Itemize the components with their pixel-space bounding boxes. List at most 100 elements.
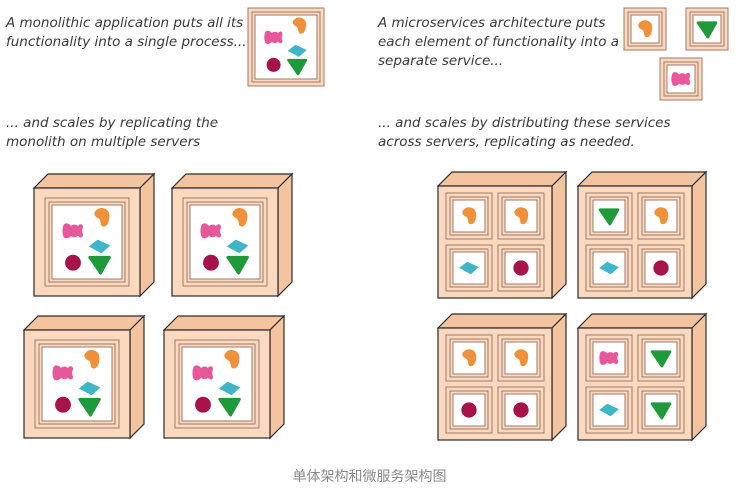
- teal-diamond-icon: [226, 239, 249, 254]
- server-side-face: [551, 312, 567, 442]
- server-top-face: [436, 171, 568, 187]
- server-side-face: [551, 170, 567, 300]
- microservice-process: [659, 57, 703, 101]
- crimson-circle-icon: [55, 396, 71, 413]
- crimson-circle-icon: [653, 260, 669, 276]
- teal-diamond-icon: [78, 381, 101, 396]
- pink-bone-icon: [200, 223, 221, 239]
- microservice-process: [637, 386, 685, 434]
- caption-line: A microservices architecture puts: [378, 15, 606, 31]
- monolith-server: [170, 172, 294, 298]
- pink-bone-icon: [671, 72, 691, 86]
- microservice-process: [623, 7, 667, 51]
- pink-bone-icon: [52, 365, 73, 381]
- monolith-server: [22, 314, 146, 440]
- server-top-face: [436, 313, 568, 329]
- green-triangle-icon: [88, 255, 111, 275]
- microservice-process: [497, 244, 545, 292]
- crimson-circle-icon: [203, 254, 219, 271]
- caption-line: monolith on multiple servers: [6, 134, 201, 150]
- orange-blob-icon: [94, 208, 110, 227]
- teal-diamond-icon: [218, 381, 241, 396]
- microservice-process: [445, 192, 493, 240]
- pink-bone-icon: [192, 365, 213, 381]
- orange-blob-icon: [654, 207, 669, 225]
- crimson-circle-icon: [195, 396, 211, 413]
- caption-line: each element of functionality into a: [378, 34, 620, 50]
- microservice-process: [637, 334, 685, 382]
- server-side-face: [277, 172, 293, 298]
- microservice-process: [585, 244, 633, 292]
- monolith-server: [162, 314, 286, 440]
- green-triangle-icon: [287, 58, 308, 76]
- caption-monolith-intro: A monolithic application puts all its fu…: [6, 14, 247, 52]
- green-triangle-icon: [650, 402, 672, 420]
- microservice-process: [445, 334, 493, 382]
- orange-blob-icon: [514, 349, 529, 367]
- teal-diamond-icon: [599, 261, 619, 275]
- microservice-server: [576, 170, 708, 300]
- microservice-process: [637, 192, 685, 240]
- orange-blob-icon: [84, 350, 100, 369]
- orange-blob-icon: [232, 208, 248, 227]
- crimson-circle-icon: [65, 254, 81, 271]
- caption-line: separate service...: [378, 53, 504, 69]
- green-triangle-icon: [650, 350, 672, 368]
- teal-diamond-icon: [599, 403, 619, 417]
- teal-diamond-icon: [88, 239, 111, 254]
- caption-micro-scale: ... and scales by distributing these ser…: [378, 114, 671, 152]
- teal-diamond-icon: [287, 44, 307, 57]
- microservice-server: [576, 312, 708, 442]
- server-top-face: [162, 315, 286, 331]
- green-triangle-icon: [78, 397, 101, 417]
- caption-line: A monolithic application puts all its: [6, 15, 244, 31]
- microservice-process: [637, 244, 685, 292]
- server-top-face: [576, 313, 708, 329]
- caption-line: ... and scales by replicating the: [6, 115, 219, 131]
- caption-line: across servers, replicating as needed.: [378, 134, 635, 150]
- monolith-process: [247, 7, 325, 87]
- caption-monolith-scale: ... and scales by replicating the monoli…: [6, 114, 218, 152]
- green-triangle-icon: [218, 397, 241, 417]
- green-triangle-icon: [598, 208, 620, 226]
- orange-blob-icon: [462, 207, 477, 225]
- crimson-circle-icon: [513, 402, 529, 418]
- orange-blob-icon: [514, 207, 529, 225]
- microservice-process: [445, 244, 493, 292]
- microservice-process: [585, 334, 633, 382]
- green-triangle-icon: [696, 21, 718, 39]
- crimson-circle-icon: [513, 260, 529, 276]
- orange-blob-icon: [462, 349, 477, 367]
- pink-bone-icon: [264, 30, 283, 45]
- monolith-process: [182, 197, 268, 287]
- monolith-process: [34, 339, 120, 429]
- server-side-face: [691, 312, 707, 442]
- server-top-face: [32, 173, 156, 189]
- microservice-process: [445, 386, 493, 434]
- caption-micro-intro: A microservices architecture puts each e…: [378, 14, 619, 71]
- microservice-server: [436, 312, 568, 442]
- microservice-server: [436, 170, 568, 300]
- monolith-server: [32, 172, 156, 298]
- pink-bone-icon: [599, 351, 619, 365]
- green-triangle-icon: [226, 255, 249, 275]
- server-side-face: [139, 172, 155, 298]
- pink-bone-icon: [62, 223, 83, 239]
- orange-blob-icon: [638, 20, 653, 38]
- teal-diamond-icon: [459, 261, 479, 275]
- server-side-face: [129, 314, 145, 440]
- crimson-circle-icon: [461, 402, 477, 418]
- server-side-face: [691, 170, 707, 300]
- monolith-process: [44, 197, 130, 287]
- microservice-process: [497, 386, 545, 434]
- caption-line: functionality into a single process...: [6, 34, 247, 50]
- monolith-process: [174, 339, 260, 429]
- server-top-face: [170, 173, 294, 189]
- caption-line: ... and scales by distributing these ser…: [378, 115, 671, 131]
- microservice-process: [497, 334, 545, 382]
- server-side-face: [269, 314, 285, 440]
- figure-caption: 单体架构和微服务架构图: [292, 469, 447, 485]
- crimson-circle-icon: [266, 57, 281, 72]
- microservice-process: [585, 192, 633, 240]
